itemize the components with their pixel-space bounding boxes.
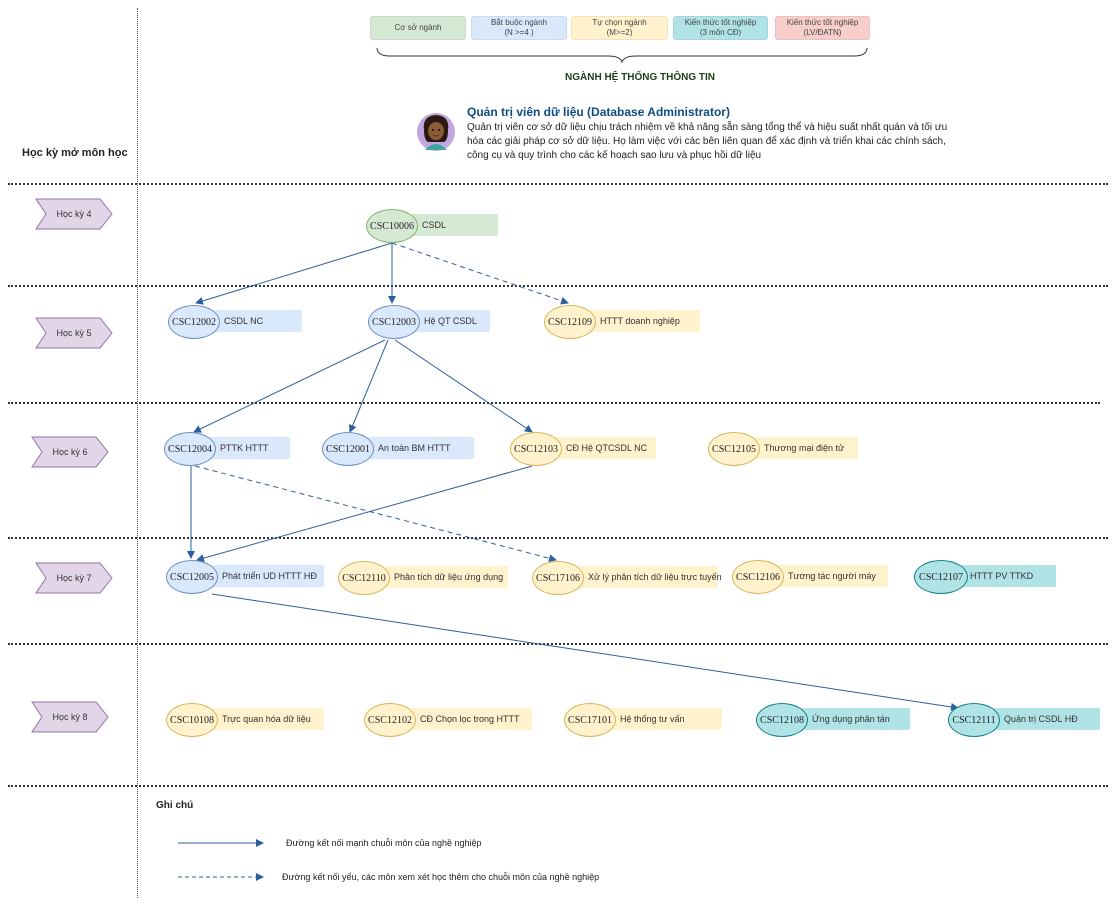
course-name: CĐ Chọn lọc trong HTTT <box>384 708 532 730</box>
career-description-line: công cụ và quy trình cho các kế hoạch sa… <box>467 150 762 161</box>
course-name: Trực quan hóa dữ liệu <box>186 708 324 730</box>
row-divider <box>8 643 1108 645</box>
course-code: CSC12111 <box>948 703 1000 737</box>
course-code: CSC12004 <box>164 432 216 466</box>
strong-link <box>193 339 386 433</box>
weak-link <box>194 465 557 563</box>
course-name: Tương tác người máy <box>752 565 888 587</box>
course-name: CĐ Hệ QTCSDL NC <box>530 437 656 459</box>
semester-header: Học kỳ mở môn học <box>22 147 128 159</box>
row-divider <box>8 785 1108 787</box>
row-divider <box>8 402 1100 404</box>
career-description-line: hóa các giải pháp cơ sở dữ liệu. Họ làm … <box>467 136 946 147</box>
chevron-shape <box>31 436 109 468</box>
course-code: CSC12108 <box>756 703 808 737</box>
course-code: CSC12002 <box>168 305 220 339</box>
legend-graduation: Kiến thức tốt nghiệp(3 môn CĐ) <box>673 16 768 40</box>
semester-label-8: Học kỳ 8 <box>30 700 110 734</box>
course-code: CSC12107 <box>914 560 968 594</box>
chevron-shape <box>35 198 113 230</box>
strong-link-sample <box>178 839 264 847</box>
row-divider <box>8 537 1108 539</box>
legend-brace <box>376 47 868 64</box>
course-name: Ứng dụng phân tán <box>776 708 910 730</box>
weak-link-note: Đường kết nối yếu, các môn xem xét học t… <box>282 872 600 882</box>
semester-column-divider <box>137 8 138 898</box>
semester-label-4: Học kỳ 4 <box>34 197 114 231</box>
course-code: CSC12102 <box>364 703 416 737</box>
semester-label-7: Học kỳ 7 <box>34 561 114 595</box>
weak-link-sample <box>178 873 264 881</box>
course-name: Quản trị CSDL HĐ <box>968 708 1100 730</box>
course-code: CSC12003 <box>368 305 420 339</box>
course-code: CSC12109 <box>544 305 596 339</box>
semester-label-5: Học kỳ 5 <box>34 316 114 350</box>
career-title: Quản trị viên dữ liệu (Database Administ… <box>467 105 730 119</box>
strong-link <box>195 242 393 305</box>
strong-link-note: Đường kết nối mạnh chuỗi môn của nghề ng… <box>286 838 482 848</box>
course-name: HTTT doanh nghiệp <box>564 310 700 332</box>
course-code: CSC12110 <box>338 561 390 595</box>
legend-optional: Tự chọn ngành(M>=2) <box>571 16 668 40</box>
course-code: CSC12005 <box>166 560 218 594</box>
course-code: CSC12105 <box>708 432 760 466</box>
strong-link <box>196 465 533 562</box>
legend-thesis: Kiến thức tốt nghiệp(LV/ĐATN) <box>775 16 870 40</box>
chevron-shape <box>35 317 113 349</box>
course-name: Thương mại điện tử <box>728 437 858 459</box>
course-name: Xử lý phân tích dữ liệu trực tuyến <box>552 566 722 588</box>
course-code: CSC12001 <box>322 432 374 466</box>
legend-base: Cơ sở ngành <box>370 16 466 40</box>
course-code: CSC10006 <box>366 209 418 243</box>
avatar-icon <box>417 113 455 151</box>
course-name: Phát triển UD HTTT HĐ <box>186 565 324 587</box>
weak-link <box>391 242 569 305</box>
legend-required: Bắt buộc ngành(N >=4 ) <box>471 16 567 40</box>
course-name: Phân tích dữ liệu ứng dụng <box>358 566 508 588</box>
chevron-shape <box>31 701 109 733</box>
career-description-line: Quản trị viên cơ sở dữ liệu chịu trách n… <box>467 122 948 133</box>
semester-label-6: Học kỳ 6 <box>30 435 110 469</box>
chevron-shape <box>35 562 113 594</box>
strong-link <box>394 339 533 433</box>
strong-link <box>348 339 389 433</box>
major-title: NGÀNH HỆ THỐNG THÔNG TIN <box>565 72 715 83</box>
course-name: An toàn BM HTTT <box>342 437 474 459</box>
course-code: CSC12103 <box>510 432 562 466</box>
course-code: CSC17106 <box>532 561 584 595</box>
row-divider <box>8 285 1108 287</box>
course-name: Hệ thống tư vấn <box>584 708 722 730</box>
strong-link <box>211 593 959 711</box>
course-code: CSC10108 <box>166 703 218 737</box>
notes-title: Ghi chú <box>156 800 194 811</box>
course-code: CSC12106 <box>732 560 784 594</box>
course-code: CSC17101 <box>564 703 616 737</box>
row-divider <box>8 183 1108 185</box>
